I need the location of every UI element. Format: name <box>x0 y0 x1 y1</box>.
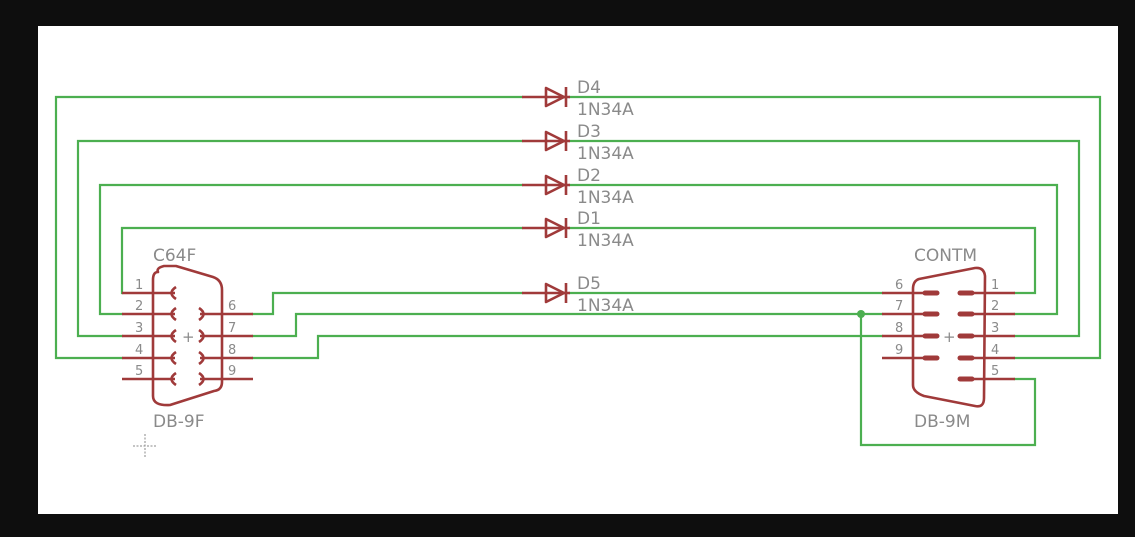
diode-name: D5 <box>577 274 601 294</box>
junction-dot <box>857 310 865 318</box>
connector-name: CONTM <box>914 246 977 266</box>
wires <box>54 95 1102 447</box>
center-mark: + <box>182 328 195 346</box>
wire-d3-net-right[interactable] <box>568 139 1081 338</box>
diode-value: 1N34A <box>577 231 634 251</box>
pin-number: 6 <box>228 299 236 314</box>
pin-number: 3 <box>135 321 143 336</box>
pin-number: 3 <box>991 321 999 336</box>
diode-D4[interactable]: D4 1N34A <box>522 78 634 120</box>
diode-D1[interactable]: D1 1N34A <box>522 209 634 251</box>
pin-number: 4 <box>991 343 999 358</box>
connector-CONTM[interactable]: CONTM DB-9M + 6 7 8 9 1 2 3 4 5 <box>882 246 1015 432</box>
connector-C64F[interactable]: C64F DB-9F + 1 2 3 4 5 6 7 8 9 <box>122 246 253 432</box>
diode-D3[interactable]: D3 1N34A <box>522 122 634 164</box>
diode-name: D3 <box>577 122 601 142</box>
wire-d4-net[interactable] <box>54 95 524 360</box>
wire-d5-net[interactable] <box>251 291 524 316</box>
pin-number: 5 <box>991 364 999 379</box>
pin-number: 7 <box>895 299 903 314</box>
diode-value: 1N34A <box>577 188 634 208</box>
pin-number: 9 <box>895 343 903 358</box>
pin-number: 9 <box>228 364 236 379</box>
wire-d2-net[interactable] <box>98 183 524 316</box>
diode-name: D4 <box>577 78 601 98</box>
pin-number: 7 <box>228 321 236 336</box>
wire-pin8-net[interactable] <box>251 334 884 360</box>
pin-number: 2 <box>991 299 999 314</box>
pin-number: 1 <box>991 278 999 293</box>
pin-number: 5 <box>135 364 143 379</box>
origin-crosshair-icon <box>133 434 157 458</box>
diode-D5[interactable]: D5 1N34A <box>522 274 634 316</box>
pin-number: 8 <box>895 321 903 336</box>
pin-number: 8 <box>228 343 236 358</box>
pin-number: 4 <box>135 343 143 358</box>
wire-d1-net-right[interactable] <box>568 226 1037 295</box>
pin-number: 6 <box>895 278 903 293</box>
diode-D2[interactable]: D2 1N34A <box>522 166 634 208</box>
wire-d1-net[interactable] <box>120 226 524 295</box>
pin-number: 2 <box>135 299 143 314</box>
wire-pin7-net[interactable] <box>251 312 884 338</box>
center-mark: + <box>943 328 956 346</box>
wire-d4-net-right[interactable] <box>568 95 1102 360</box>
diode-name: D2 <box>577 166 601 186</box>
schematic-canvas <box>38 26 1118 514</box>
connector-body <box>151 264 224 407</box>
pin-number: 1 <box>135 278 143 293</box>
wire-d2-net-right[interactable] <box>568 183 1059 316</box>
wire-d3-net[interactable] <box>76 139 524 338</box>
diode-value: 1N34A <box>577 100 634 120</box>
connector-body <box>911 266 987 408</box>
connector-name: C64F <box>153 246 196 266</box>
diode-name: D1 <box>577 209 601 229</box>
diode-value: 1N34A <box>577 296 634 316</box>
diode-value: 1N34A <box>577 144 634 164</box>
wire-pin5-net[interactable] <box>859 312 1037 447</box>
connector-value: DB-9F <box>153 412 204 432</box>
connector-value: DB-9M <box>914 412 970 432</box>
